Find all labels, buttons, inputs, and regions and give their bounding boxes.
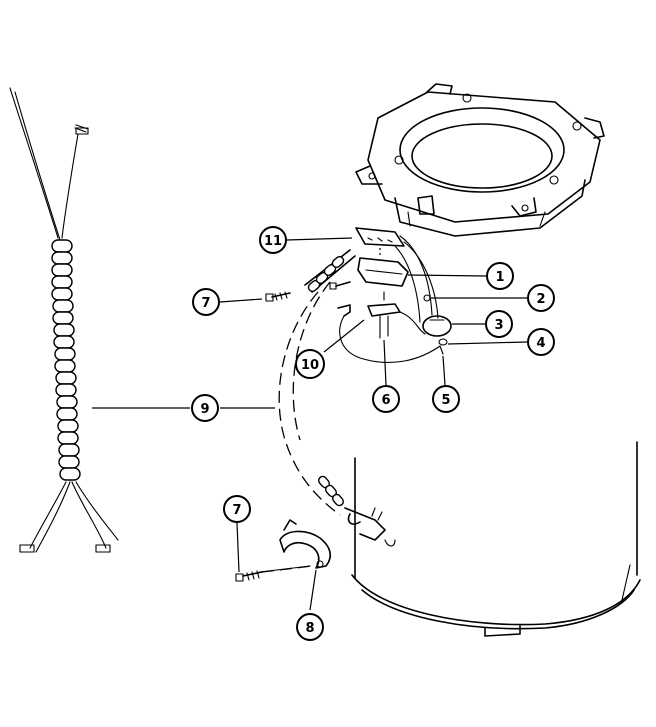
cable-clamp — [235, 519, 332, 582]
svg-text:7: 7 — [232, 503, 241, 518]
svg-text:11: 11 — [264, 234, 282, 249]
svg-text:9: 9 — [200, 402, 209, 417]
mounting-ring — [355, 83, 605, 237]
leader-lines — [92, 237, 528, 611]
svg-text:8: 8 — [305, 621, 314, 636]
callout-2: 2 — [527, 284, 555, 312]
outer-tub — [351, 441, 641, 637]
lower-coil — [318, 475, 344, 507]
svg-text:4: 4 — [536, 336, 545, 351]
svg-text:3: 3 — [494, 318, 503, 333]
callout-8: 8 — [296, 613, 324, 641]
callout-1: 1 — [486, 262, 514, 290]
svg-text:1: 1 — [495, 270, 504, 285]
svg-text:6: 6 — [381, 393, 390, 408]
svg-text:10: 10 — [301, 358, 319, 373]
switch-assembly — [265, 227, 452, 364]
callout-4: 4 — [527, 328, 555, 356]
callout-6: 6 — [372, 385, 400, 413]
harness-routing — [278, 249, 396, 547]
callout-7-upper: 7 — [192, 288, 220, 316]
callout-11: 11 — [259, 226, 287, 254]
callout-10: 10 — [295, 349, 325, 379]
callout-3: 3 — [485, 310, 513, 338]
callout-7-lower: 7 — [223, 495, 251, 523]
harness-coil — [51, 239, 81, 481]
callout-5: 5 — [432, 385, 460, 413]
svg-text:5: 5 — [441, 393, 450, 408]
upper-coil — [307, 256, 345, 292]
callout-9: 9 — [191, 394, 219, 422]
wire-harness-left — [9, 87, 119, 553]
svg-text:2: 2 — [536, 292, 545, 307]
svg-text:7: 7 — [201, 296, 210, 311]
